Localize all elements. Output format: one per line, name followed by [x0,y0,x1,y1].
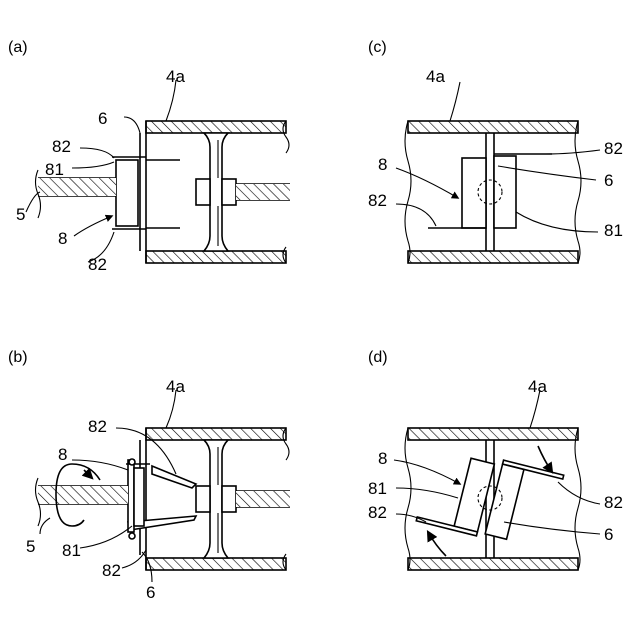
panel-a-label: (a) [8,39,28,56]
beam-bottom-flange [408,558,578,570]
label-82-top: 82 [52,137,71,156]
label-82-right: 82 [604,139,623,158]
label-6: 6 [98,109,107,128]
label-82-top: 82 [88,417,107,436]
label-6: 6 [604,171,613,190]
bracket-81 [116,160,138,226]
arrow-up-left [428,532,446,556]
label-81: 81 [45,160,64,179]
label-8: 8 [58,229,67,248]
label-4a: 4a [166,377,185,396]
label-5: 5 [26,537,35,556]
label-82-bottom: 82 [102,561,121,580]
label-81: 81 [604,221,623,240]
bolt-nut-right [222,179,236,205]
label-82-left: 82 [368,191,387,210]
label-6: 6 [604,525,613,544]
label-8: 8 [378,155,387,174]
panel-c-label: (c) [368,39,387,56]
label-82-left: 82 [368,503,387,522]
beam-top-flange [146,121,286,133]
beam-bottom-flange [146,558,286,570]
bracket-81 [462,158,486,228]
panel-b-label: (b) [8,349,28,366]
bolt-head-left [196,486,210,512]
beam-bottom-flange [146,251,286,263]
arrow-down-right [538,446,552,472]
label-82-bottom: 82 [88,255,107,274]
label-5: 5 [16,205,25,224]
label-4a: 4a [166,67,185,86]
label-6: 6 [146,583,155,602]
label-4a: 4a [426,67,445,86]
rod-5 [38,178,116,196]
bolt-head-left [196,179,210,205]
panel-d-label: (d) [368,349,388,366]
beam-top-flange [408,428,578,440]
rod-5 [38,486,128,504]
panel-b: (b) [8,349,290,602]
beam-bottom-flange [408,251,578,263]
label-81: 81 [62,541,81,560]
beam-top-flange [408,121,578,133]
bracket-rotated [416,443,563,553]
label-8: 8 [58,445,67,464]
label-81: 81 [368,479,387,498]
bracket-81 [128,460,134,532]
beam-top-flange [146,428,286,440]
label-82-right: 82 [604,493,623,512]
bolt-nut-right [222,486,236,512]
label-4a: 4a [528,377,547,396]
panel-c: (c) 4a 8 82 82 6 81 [368,39,623,263]
panel-a: (a) [8,39,290,274]
panel-d: (d) 4a 8 81 82 82 6 [368,349,623,570]
label-8: 8 [378,449,387,468]
